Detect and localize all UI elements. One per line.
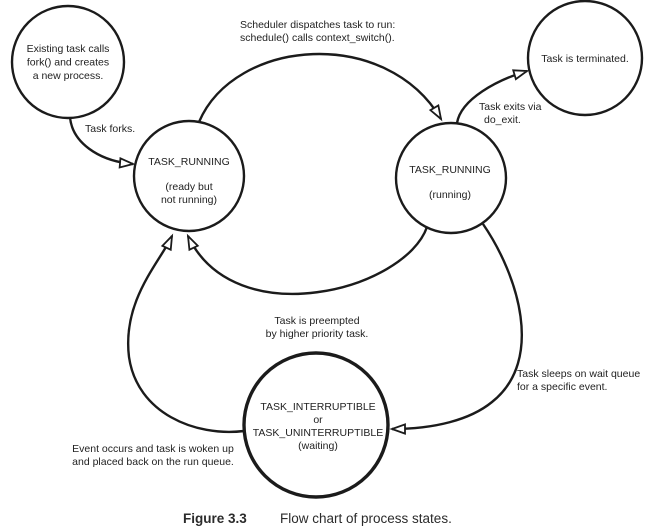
terminated-state-label: Task is terminated. <box>541 53 629 65</box>
edge-exit-arrow <box>455 69 530 124</box>
running-state-name: TASK_RUNNING <box>409 164 490 176</box>
running-state-sub1: (running) <box>429 189 471 201</box>
sleep-edge-label-line1: Task sleeps on wait queue <box>517 368 640 380</box>
fork-edge-label: Task forks. <box>85 123 135 135</box>
state-node-task-running-ready <box>132 119 246 233</box>
ready-state-sub2: not running) <box>161 194 217 206</box>
waiting-state-line1: TASK_INTERRUPTIBLE <box>260 401 375 413</box>
edge-preempt-arrow <box>186 226 429 296</box>
new-task-label-line1: Existing task calls <box>27 43 110 55</box>
waiting-state-line4: (waiting) <box>298 440 338 452</box>
figure-caption-text: Flow chart of process states. <box>280 511 452 526</box>
wake-edge-label-line2: and placed back on the run queue. <box>72 456 234 468</box>
waiting-state-line2: or <box>313 414 323 426</box>
sleep-edge-label-line2: for a specific event. <box>517 381 607 393</box>
edge-sleep-arrow <box>389 223 524 435</box>
state-node-task-terminated <box>526 0 644 117</box>
state-node-task-running-running <box>394 121 508 235</box>
preempt-edge-label-line2: by higher priority task. <box>266 328 369 340</box>
ready-state-sub1: (ready but <box>165 181 212 193</box>
wake-edge-label-line1: Event occurs and task is woken up <box>72 443 234 455</box>
edge-wake-arrow <box>126 233 245 434</box>
exit-edge-label-line2: do_exit. <box>484 114 521 126</box>
schedule-edge-label-line2: schedule() calls context_switch(). <box>240 32 395 44</box>
ready-state-name: TASK_RUNNING <box>148 156 229 168</box>
state-node-task-waiting <box>242 351 390 499</box>
state-node-new-task <box>10 4 126 120</box>
edge-fork-arrow <box>68 116 136 169</box>
schedule-edge-label-line1: Scheduler dispatches task to run: <box>240 19 395 31</box>
new-task-label-line3: a new process. <box>33 70 104 82</box>
new-task-label-line2: fork() and creates <box>27 57 109 69</box>
preempt-edge-label-line1: Task is preempted <box>274 315 359 327</box>
waiting-state-line3: TASK_UNINTERRUPTIBLE <box>253 427 384 439</box>
edge-schedule-arrow <box>197 52 443 123</box>
exit-edge-label-line1: Task exits via <box>479 101 542 113</box>
figure-caption-number: Figure 3.3 <box>183 511 247 526</box>
